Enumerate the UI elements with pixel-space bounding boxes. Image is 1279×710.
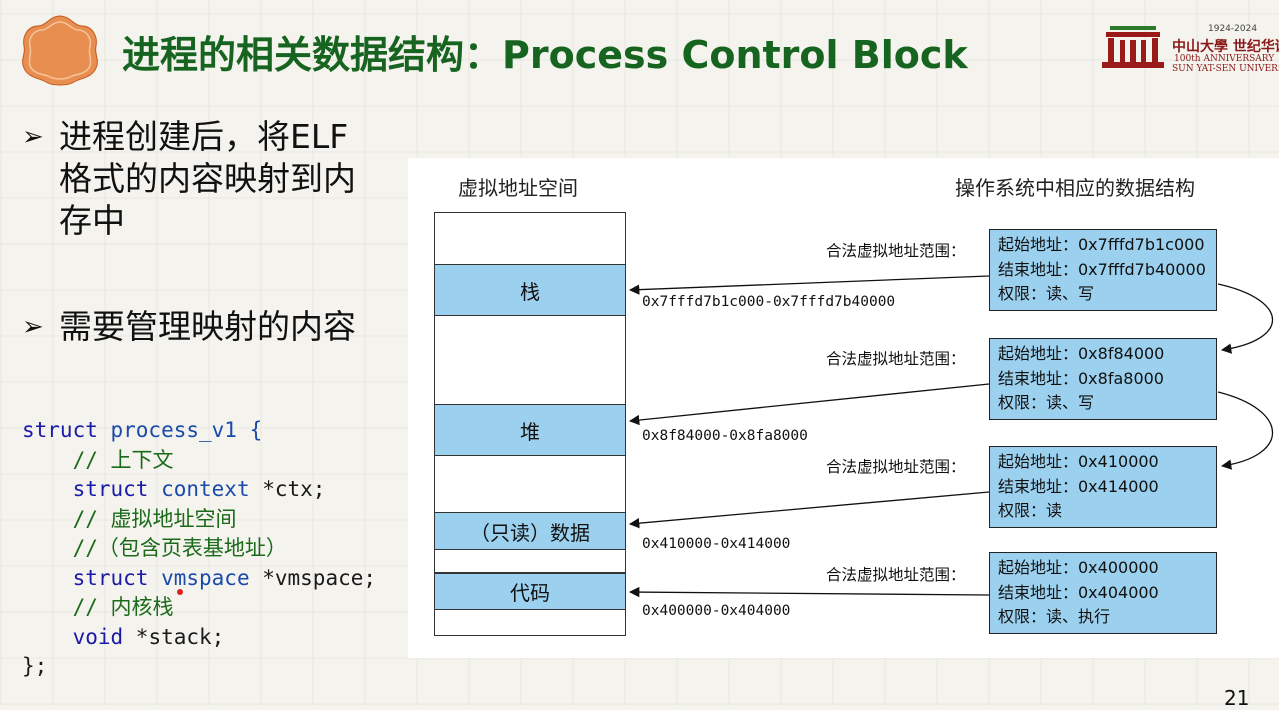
os-data-structure-label: 操作系统中相应的数据结构 [955, 176, 1195, 200]
bullet-arrow-icon: ➢ [22, 122, 44, 152]
university-anniversary: 100th ANNIVERSARY [1174, 54, 1275, 64]
legal-range-label: 合法虚拟地址范围： [826, 458, 966, 476]
code-comment: //（包含页表基地址） [22, 536, 287, 560]
range-label-stack: 0x7fffd7b1c000-0x7fffd7b40000 [642, 294, 896, 310]
range-label-heap: 0x8f84000-0x8fa8000 [642, 428, 808, 444]
legal-range-label: 合法虚拟地址范围： [826, 350, 966, 368]
vma-end: 结束地址：0x414000 [998, 476, 1159, 496]
range-label-data: 0x410000-0x414000 [642, 536, 791, 552]
code-identifier: process_v1 { [97, 418, 263, 442]
code-type: vmspace [148, 565, 250, 590]
code-keyword: struct [22, 477, 149, 501]
code-type: context [148, 477, 250, 501]
bullet-arrow-icon: ➢ [22, 312, 44, 342]
code-line: void *stack; [22, 623, 376, 653]
bullet-text: 需要管理映射的内容 [59, 307, 356, 346]
vma-box: 起始地址：0x400000 结束地址：0x404000 权限：读、执行 [989, 552, 1217, 634]
code-block: struct process_v1 { // 上下文 struct contex… [22, 416, 376, 682]
page-number: 21 [1224, 686, 1250, 710]
segment-data: （只读）数据 [434, 512, 626, 550]
legal-range-label: 合法虚拟地址范围： [826, 566, 966, 584]
segment-heap: 堆 [434, 404, 626, 456]
code-identifier: *stack; [123, 624, 225, 649]
vma-permission: 权限：读、写 [998, 393, 1095, 412]
university-gate-icon [1102, 26, 1164, 68]
legal-range-label: 合法虚拟地址范围： [826, 242, 966, 260]
bullet-text: 进程创建后，将ELF格式的内容映射到内存中 [59, 117, 356, 240]
code-line: struct context *ctx; [22, 475, 376, 505]
vma-start: 起始地址：0x8f84000 [998, 344, 1165, 363]
vma-permission: 权限：读、写 [998, 284, 1095, 303]
pointer-dot [177, 589, 183, 595]
vma-permission: 权限：读 [998, 501, 1063, 520]
arrow-to-stack [628, 275, 990, 295]
range-label-code: 0x400000-0x404000 [642, 603, 791, 619]
vma-start: 起始地址：0x410000 [998, 452, 1159, 471]
vma-end: 结束地址：0x404000 [998, 582, 1159, 602]
slide-title: 进程的相关数据结构：Process Control Block [122, 33, 968, 77]
vma-permission: 权限：读、执行 [998, 607, 1111, 626]
code-keyword: struct [22, 565, 149, 590]
link-arrow-1 [1217, 283, 1274, 354]
code-identifier: *ctx; [249, 477, 326, 501]
arrow-to-data [628, 491, 990, 529]
vma-end: 结束地址：0x7fffd7b40000 [998, 259, 1206, 279]
vma-start: 起始地址：0x7fffd7b1c000 [998, 235, 1205, 254]
code-keyword: struct [22, 418, 98, 442]
arrow-to-code [628, 586, 990, 598]
segment-code: 代码 [434, 573, 626, 610]
arrow-to-heap [628, 383, 990, 426]
code-keyword: void [22, 624, 124, 649]
university-name: 中山大學 世纪华诞 [1172, 39, 1279, 55]
segment-stack: 栈 [434, 264, 626, 316]
code-comment: // 上下文 [22, 447, 174, 472]
code-comment: // 内核栈 [22, 595, 174, 619]
flower-logo-icon [22, 15, 98, 86]
university-years: 1924-2024 [1208, 24, 1258, 34]
code-comment: // 虚拟地址空间 [22, 506, 237, 531]
vma-box: 起始地址：0x7fffd7b1c000 结束地址：0x7fffd7b40000 … [989, 229, 1217, 311]
vma-end: 结束地址：0x8fa8000 [998, 368, 1164, 388]
code-line: struct vmspace *vmspace; [22, 564, 376, 594]
university-english-name: SUN YAT-SEN UNIVERSITY [1172, 64, 1279, 74]
vma-box: 起始地址：0x8f84000 结束地址：0x8fa8000 权限：读、写 [989, 338, 1217, 420]
link-arrow-2 [1217, 391, 1274, 470]
vma-box: 起始地址：0x410000 结束地址：0x414000 权限：读 [989, 446, 1217, 528]
segment-divider [434, 572, 626, 573]
code-line: struct process_v1 { [22, 416, 376, 446]
code-closing-brace: }; [22, 654, 48, 678]
code-identifier: *vmspace; [249, 565, 377, 590]
vma-start: 起始地址：0x400000 [998, 558, 1159, 577]
virtual-address-space-label: 虚拟地址空间 [458, 176, 578, 200]
